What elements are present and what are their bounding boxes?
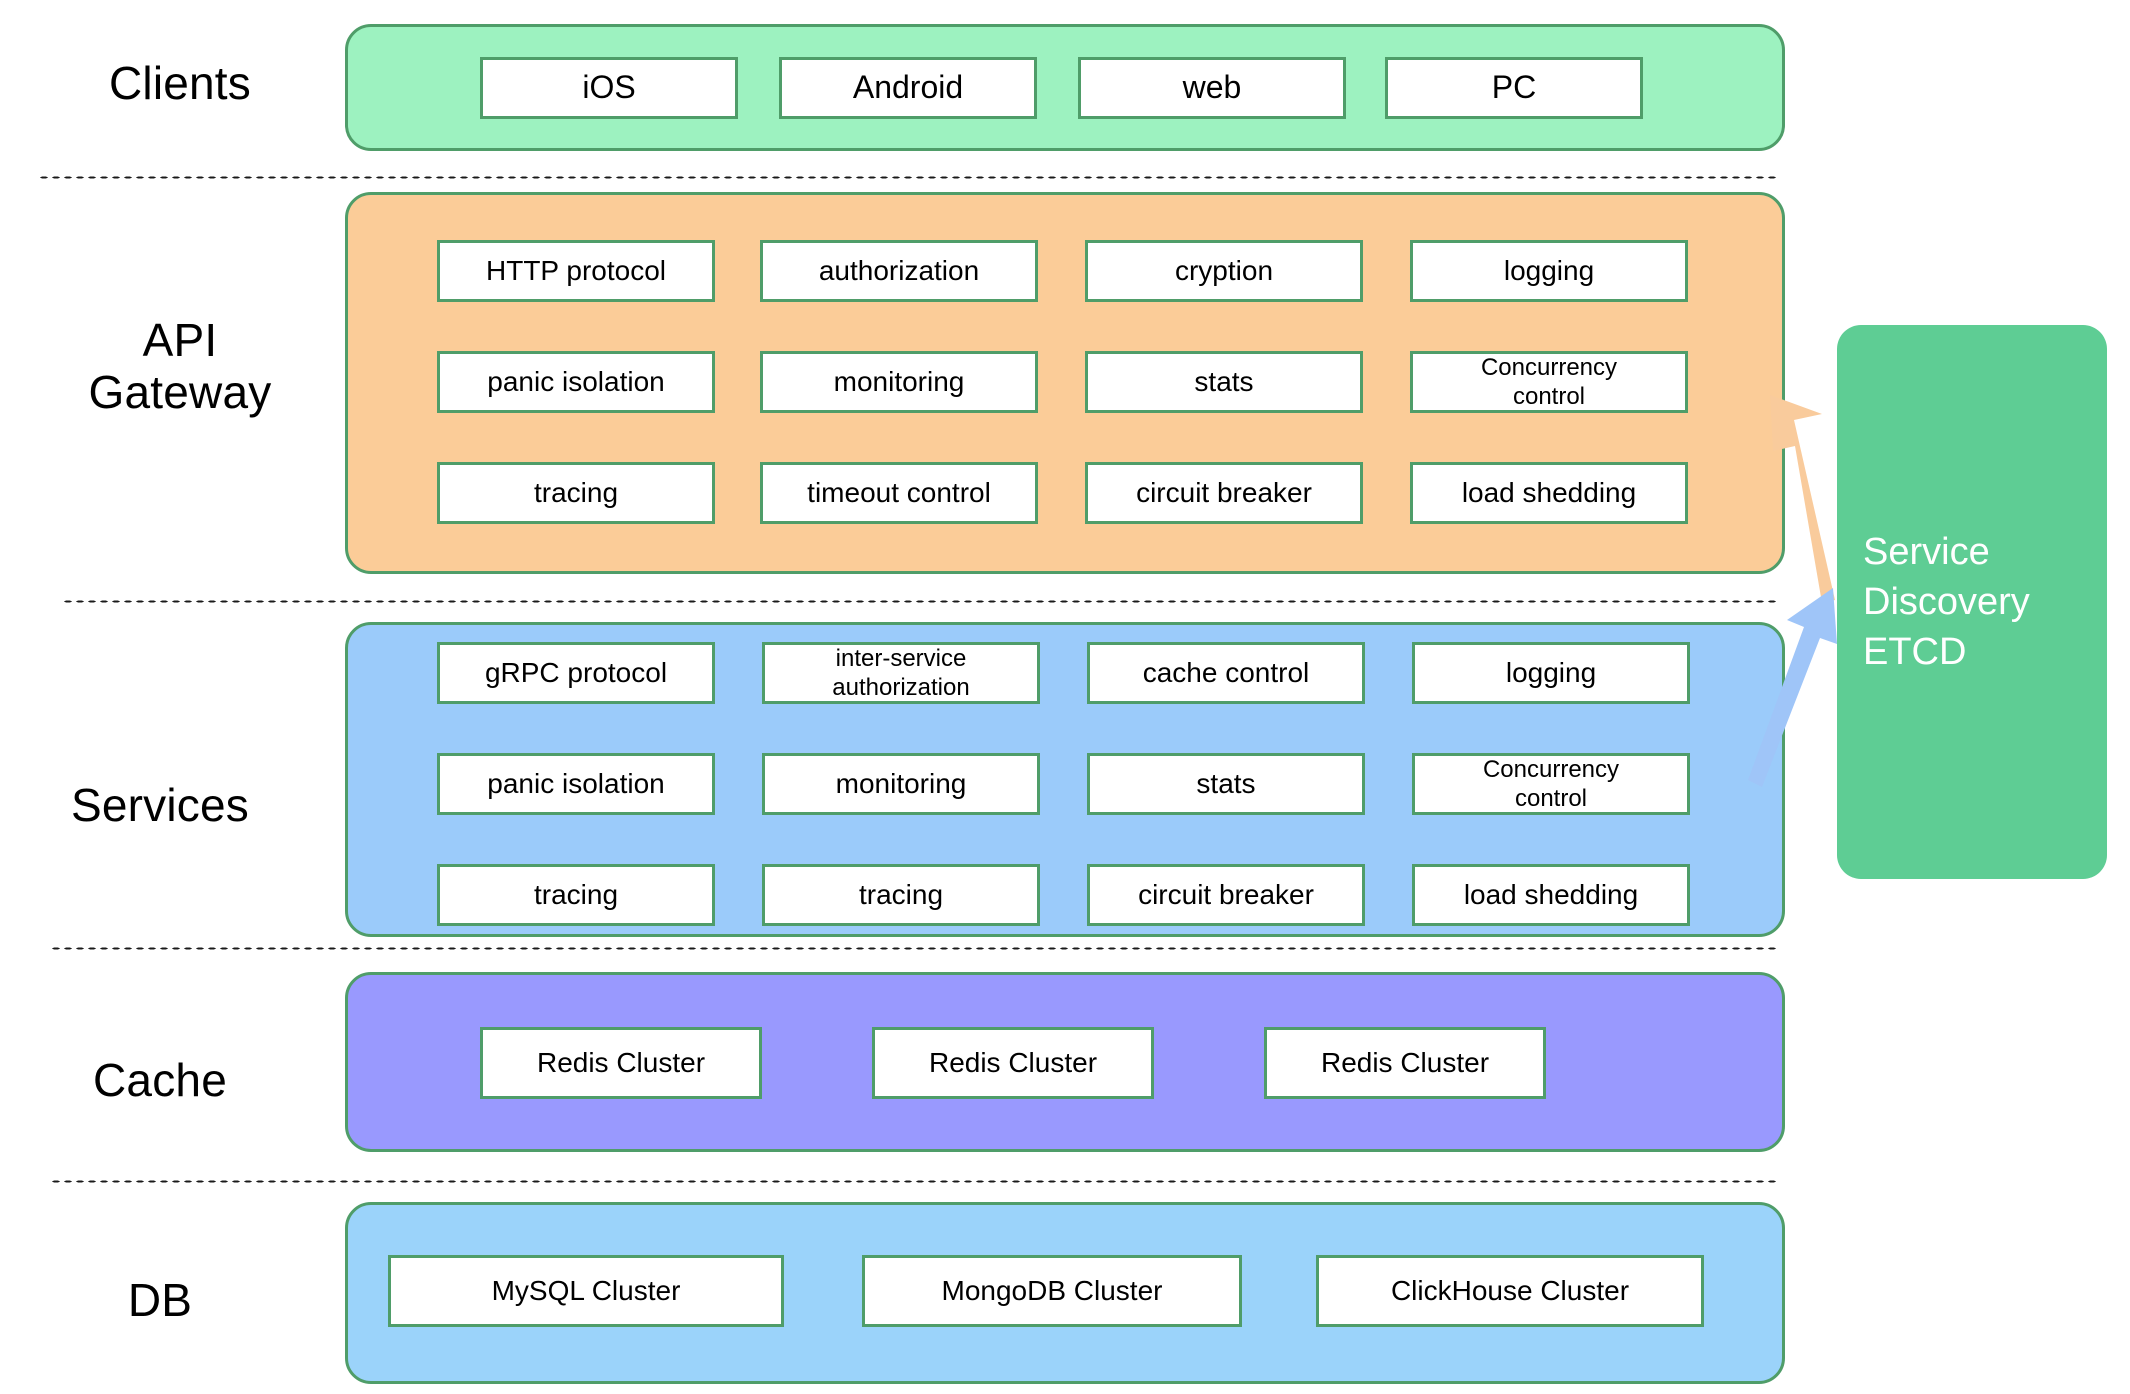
cache-cell-redis-cluster-2[interactable]: Redis Cluster (872, 1027, 1154, 1099)
services-cell-cache-control[interactable]: cache control (1087, 642, 1365, 704)
services-cell-concurrency-control[interactable]: Concurrency control (1412, 753, 1690, 815)
services-cell-panic-isolation[interactable]: panic isolation (437, 753, 715, 815)
gateway-cell-cryption[interactable]: cryption (1085, 240, 1363, 302)
row-label-cache: Cache (93, 1054, 227, 1106)
row-label-db: DB (127, 1274, 193, 1326)
services-cell-load-shedding[interactable]: load shedding (1412, 864, 1690, 926)
services-cell-tracing-1[interactable]: tracing (437, 864, 715, 926)
separator-cache-db (50, 1180, 1780, 1183)
db-cell-clickhouse-cluster[interactable]: ClickHouse Cluster (1316, 1255, 1704, 1327)
gateway-cell-logging[interactable]: logging (1410, 240, 1688, 302)
gateway-cell-monitoring[interactable]: monitoring (760, 351, 1038, 413)
cache-cell-redis-cluster-1[interactable]: Redis Cluster (480, 1027, 762, 1099)
separator-clients-gateway (38, 176, 1780, 179)
db-cell-mysql-cluster[interactable]: MySQL Cluster (388, 1255, 784, 1327)
row-label-api-gateway: API Gateway (88, 314, 272, 418)
gateway-cell-tracing[interactable]: tracing (437, 462, 715, 524)
cache-cell-redis-cluster-3[interactable]: Redis Cluster (1264, 1027, 1546, 1099)
gateway-cell-stats[interactable]: stats (1085, 351, 1363, 413)
client-cell-web[interactable]: web (1078, 57, 1346, 119)
row-label-services: Services (71, 779, 249, 831)
services-cell-stats[interactable]: stats (1087, 753, 1365, 815)
gateway-cell-authorization[interactable]: authorization (760, 240, 1038, 302)
gateway-cell-load-shedding[interactable]: load shedding (1410, 462, 1688, 524)
separator-services-cache (50, 947, 1780, 950)
services-cell-tracing-2[interactable]: tracing (762, 864, 1040, 926)
gateway-cell-panic-isolation[interactable]: panic isolation (437, 351, 715, 413)
services-cell-grpc-protocol[interactable]: gRPC protocol (437, 642, 715, 704)
services-cell-inter-service-authorization[interactable]: inter-service authorization (762, 642, 1040, 704)
service-discovery-etcd-box[interactable]: Service Discovery ETCD (1837, 325, 2107, 879)
separator-gateway-services (62, 600, 1780, 603)
gateway-cell-concurrency-control[interactable]: Concurrency control (1410, 351, 1688, 413)
gateway-cell-http-protocol[interactable]: HTTP protocol (437, 240, 715, 302)
client-cell-ios[interactable]: iOS (480, 57, 738, 119)
services-cell-monitoring[interactable]: monitoring (762, 753, 1040, 815)
services-cell-logging[interactable]: logging (1412, 642, 1690, 704)
gateway-cell-circuit-breaker[interactable]: circuit breaker (1085, 462, 1363, 524)
db-cell-mongodb-cluster[interactable]: MongoDB Cluster (862, 1255, 1242, 1327)
services-cell-circuit-breaker[interactable]: circuit breaker (1087, 864, 1365, 926)
row-label-clients: Clients (108, 57, 251, 109)
client-cell-pc[interactable]: PC (1385, 57, 1643, 119)
client-cell-android[interactable]: Android (779, 57, 1037, 119)
gateway-cell-timeout-control[interactable]: timeout control (760, 462, 1038, 524)
